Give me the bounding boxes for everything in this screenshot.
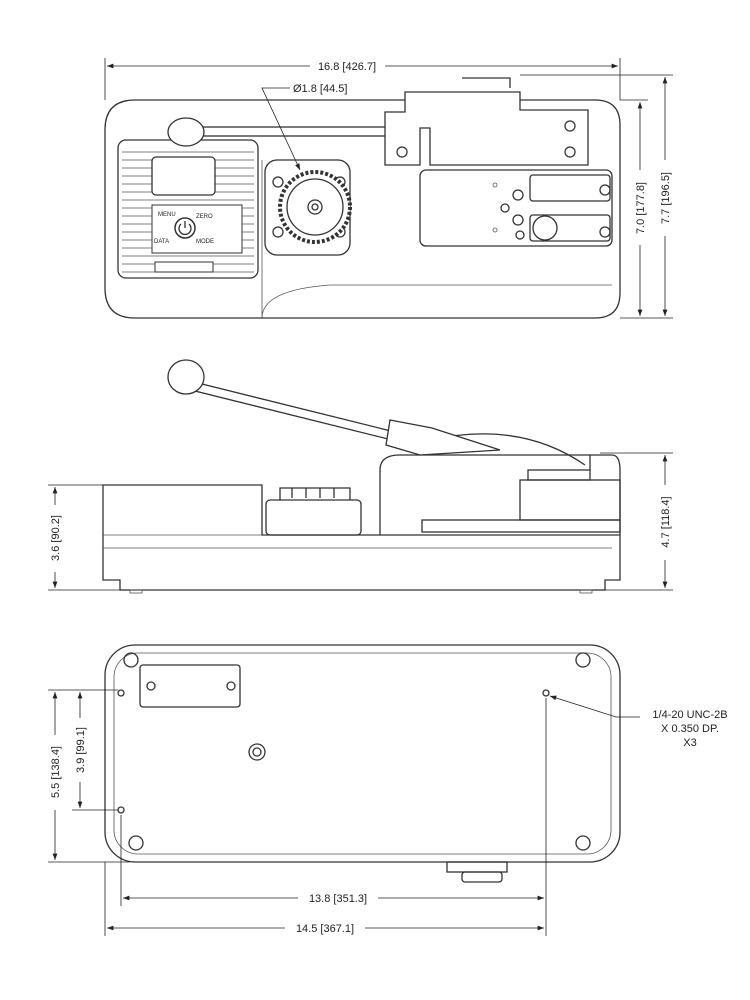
clamp-bracket <box>384 77 589 166</box>
mode-label: MODE <box>196 239 214 245</box>
side-base <box>102 484 621 591</box>
tapped-hole <box>117 689 125 697</box>
callout-line-2: X 0.350 DP. <box>661 723 719 735</box>
grip-plate <box>419 169 613 247</box>
callout-line-1: 1/4-20 UNC-2B <box>652 709 727 721</box>
dial-diameter-dim: Ø1.8 [44.5] <box>293 83 347 95</box>
display-screen <box>151 156 216 196</box>
hole-span-outer-dim: 5.5 [138.4] <box>50 746 62 798</box>
tapped-hole <box>542 689 550 697</box>
dial <box>264 159 352 256</box>
hole-offset-x-dim: 14.5 [367.1] <box>296 923 354 935</box>
bottom-outline <box>104 644 621 863</box>
top-dimensions: 16.8 [426.7] Ø1.8 [44.5] 7.0 [177.8] 7.7… <box>104 58 673 319</box>
body-depth-dim: 7.0 [177.8] <box>635 182 647 234</box>
control-panel: MENU ZERO DATA MODE <box>117 139 259 279</box>
side-handle <box>167 359 501 456</box>
side-view: 3.6 [90.2] 4.7 [118.4] <box>48 359 673 594</box>
overall-height-dim: 4.7 [118.4] <box>660 496 672 547</box>
hole-spacing-x-dim: 13.8 [351.3] <box>309 893 367 905</box>
data-label: DATA <box>154 239 169 245</box>
bottom-view: 5.5 [138.4] 3.9 [99.1] 13.8 [351.3] 14.5… <box>48 644 728 936</box>
bottom-dimensions: 5.5 [138.4] 3.9 [99.1] 13.8 [351.3] 14.5… <box>48 689 728 936</box>
side-dimensions: 3.6 [90.2] 4.7 [118.4] <box>48 452 673 591</box>
callout-line-3: X3 <box>683 737 696 749</box>
overall-length-dim: 16.8 [426.7] <box>318 61 376 73</box>
tapped-hole <box>117 806 125 814</box>
hole-span-inner-dim: 3.9 [99.1] <box>75 727 87 773</box>
base-height-dim: 3.6 [90.2] <box>50 515 62 561</box>
top-handle <box>167 117 396 147</box>
zero-label: ZERO <box>196 214 213 220</box>
top-view: MENU ZERO DATA MODE <box>104 58 673 319</box>
menu-label: MENU <box>158 212 176 218</box>
top-body-outline <box>104 99 621 319</box>
overall-depth-dim: 7.7 [196.5] <box>660 172 672 224</box>
